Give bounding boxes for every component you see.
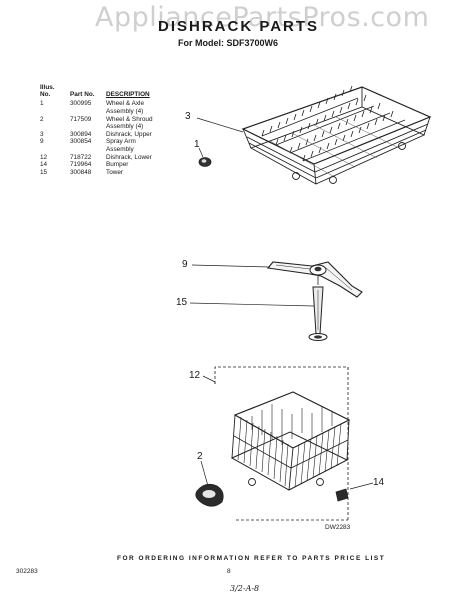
description-cell: Dishrack, Upper [106,130,152,138]
illus-no-cell: 12 [40,153,48,161]
table-row: 2 717509 Wheel & Shroud Assembly (4) [40,116,172,131]
part-no-cell: 717509 [70,115,92,123]
diagram-code: DW2283 [325,524,351,531]
parts-table-header: Illus. No. Part No. DESCRIPTION [40,84,172,100]
callout-14: 14 [373,477,385,488]
table-row: 3 300894 Dishrack, Upper [40,131,172,139]
table-row: 15 300848 Tower [40,169,172,177]
illus-no-cell: 3 [40,130,44,138]
part-no-cell: 300894 [70,130,92,138]
description-cell: Wheel & Axle Assembly (4) [106,100,145,115]
wheel-axle-illustration [198,147,212,167]
description-cell: Wheel & Shroud Assembly (4) [106,115,153,131]
description-cell: Tower [106,168,124,176]
illus-no-cell: 2 [40,115,44,123]
lower-dishrack-bracket [202,366,349,521]
callout-12: 12 [189,370,201,381]
tower-illustration [308,276,328,341]
ordering-note: FOR ORDERING INFORMATION REFER TO PARTS … [117,555,386,562]
col-description: DESCRIPTION [106,91,150,99]
table-row: 12 718722 Dishrack, Lower [40,154,172,162]
col-part-no: Part No. [70,91,95,99]
upper-dishrack-illustration [241,85,432,185]
callout-2: 2 [197,451,203,462]
illus-no-cell: 15 [40,168,48,176]
watermark: AppliancePartsPros.com [95,2,430,33]
description-cell: Dishrack, Lower [106,153,152,161]
callout-3: 3 [185,111,191,122]
part-no-cell: 719964 [70,161,92,169]
page-number: 8 [227,568,231,575]
illus-no-cell: 14 [40,161,48,169]
illus-no-cell: 1 [40,100,44,108]
spray-arm-illustration [266,261,363,298]
model-label: For Model: SDF3700W6 [178,38,279,48]
table-row: 1 300995 Wheel & Axle Assembly (4) [40,100,172,115]
part-no-cell: 718722 [70,153,92,161]
table-row: 14 719964 Bumper [40,161,172,169]
part-no-cell: 300848 [70,168,92,176]
table-row: 9 300854 Spray Arm Assembly [40,138,172,153]
description-cell: Spray Arm Assembly [106,138,136,153]
illus-no-cell: 9 [40,138,44,146]
part-no-cell: 300854 [70,138,92,146]
callout-9: 9 [182,259,188,270]
col-illus-no: Illus. No. [40,84,55,99]
handwritten-note: 3/2-A-8 [230,584,260,593]
callout-15: 15 [176,297,188,308]
part-no-cell: 300995 [70,100,92,108]
callout-1: 1 [194,139,200,150]
lower-dishrack-illustration [230,391,351,491]
bumper-illustration [335,488,349,502]
wheel-shroud-illustration [195,483,224,507]
description-cell: Bumper [106,161,129,169]
page-title: DISHRACK PARTS [158,18,320,35]
document-number: 302283 [16,568,38,575]
